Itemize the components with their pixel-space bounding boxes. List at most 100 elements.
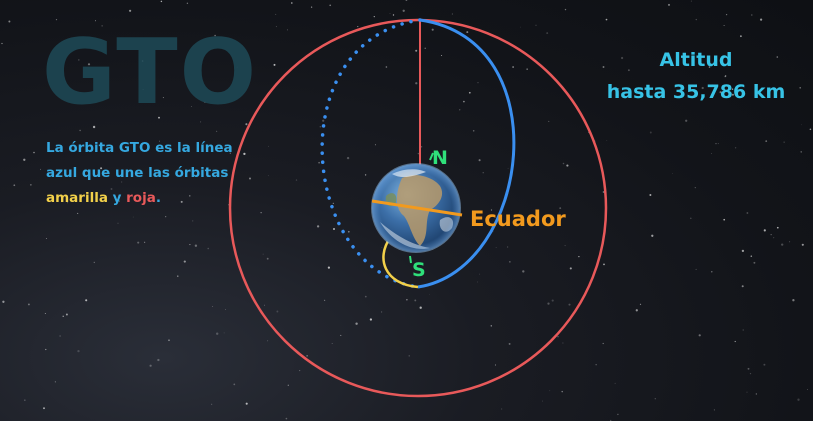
- star: [275, 26, 277, 28]
- star: [417, 152, 420, 155]
- star: [65, 313, 68, 316]
- star: [468, 91, 471, 94]
- star: [740, 35, 742, 38]
- star: [319, 125, 322, 128]
- star: [415, 82, 418, 85]
- star: [420, 146, 423, 148]
- star: [649, 131, 652, 134]
- star: [158, 116, 160, 119]
- star: [44, 313, 46, 314]
- star: [713, 409, 715, 411]
- star: [364, 174, 367, 176]
- star: [507, 246, 509, 248]
- star: [59, 335, 61, 337]
- star: [715, 143, 717, 145]
- star: [276, 310, 279, 313]
- star: [595, 364, 597, 366]
- star: [374, 144, 376, 146]
- star: [724, 75, 727, 77]
- star: [618, 88, 620, 90]
- star: [792, 299, 795, 302]
- star: [233, 383, 236, 386]
- star: [192, 220, 194, 222]
- star: [369, 318, 373, 321]
- star: [776, 226, 779, 229]
- star: [262, 253, 264, 255]
- star: [562, 162, 565, 165]
- star: [93, 261, 96, 264]
- star: [564, 8, 567, 11]
- star: [725, 13, 728, 16]
- star: [268, 145, 269, 147]
- star: [55, 19, 58, 21]
- star: [603, 263, 605, 266]
- star: [801, 243, 804, 246]
- star: [750, 255, 753, 257]
- star: [800, 151, 802, 153]
- star: [183, 260, 186, 263]
- star: [776, 56, 779, 58]
- star: [526, 68, 528, 70]
- star: [799, 87, 801, 89]
- star: [617, 413, 619, 416]
- star: [508, 342, 511, 345]
- star: [225, 309, 226, 310]
- star: [186, 2, 189, 4]
- south-tick: [409, 255, 412, 264]
- star: [451, 13, 453, 15]
- star: [639, 303, 642, 305]
- star: [522, 270, 525, 273]
- star: [347, 230, 350, 233]
- star: [323, 299, 326, 302]
- star: [285, 417, 288, 420]
- star: [741, 249, 745, 253]
- star: [295, 179, 298, 181]
- star: [463, 100, 465, 103]
- star: [472, 130, 475, 132]
- star: [606, 140, 608, 142]
- star: [264, 304, 265, 306]
- gto-title: GTO: [42, 20, 259, 125]
- star: [45, 348, 47, 351]
- star: [364, 295, 367, 298]
- star: [424, 47, 426, 49]
- star: [286, 29, 288, 31]
- star: [654, 398, 656, 400]
- star: [711, 271, 713, 273]
- star: [668, 3, 670, 6]
- caption-connector: y: [107, 190, 127, 206]
- star: [207, 247, 209, 250]
- star: [100, 167, 103, 170]
- star: [62, 315, 64, 317]
- star: [753, 261, 756, 264]
- star: [695, 268, 697, 270]
- star: [751, 14, 753, 16]
- star: [318, 161, 320, 164]
- altitude-line1: Altitud: [659, 49, 733, 71]
- star: [316, 225, 320, 228]
- star: [67, 202, 69, 204]
- star: [332, 202, 334, 204]
- star: [355, 322, 358, 325]
- star: [200, 121, 202, 123]
- star: [773, 237, 775, 239]
- star: [509, 261, 511, 263]
- star: [478, 159, 481, 162]
- star: [602, 66, 605, 68]
- south-label: S: [412, 259, 426, 281]
- star: [512, 66, 514, 68]
- north-tick: [429, 152, 434, 161]
- altitude-label: Altitud hasta 35,786 km: [596, 44, 796, 108]
- star: [381, 311, 383, 313]
- star: [734, 340, 736, 343]
- star: [479, 273, 480, 275]
- star: [128, 9, 132, 12]
- star: [520, 26, 521, 28]
- star: [216, 332, 219, 335]
- star: [569, 267, 572, 270]
- star: [746, 212, 749, 214]
- star: [78, 59, 80, 61]
- star: [306, 355, 308, 357]
- star: [717, 143, 719, 145]
- star: [419, 306, 422, 309]
